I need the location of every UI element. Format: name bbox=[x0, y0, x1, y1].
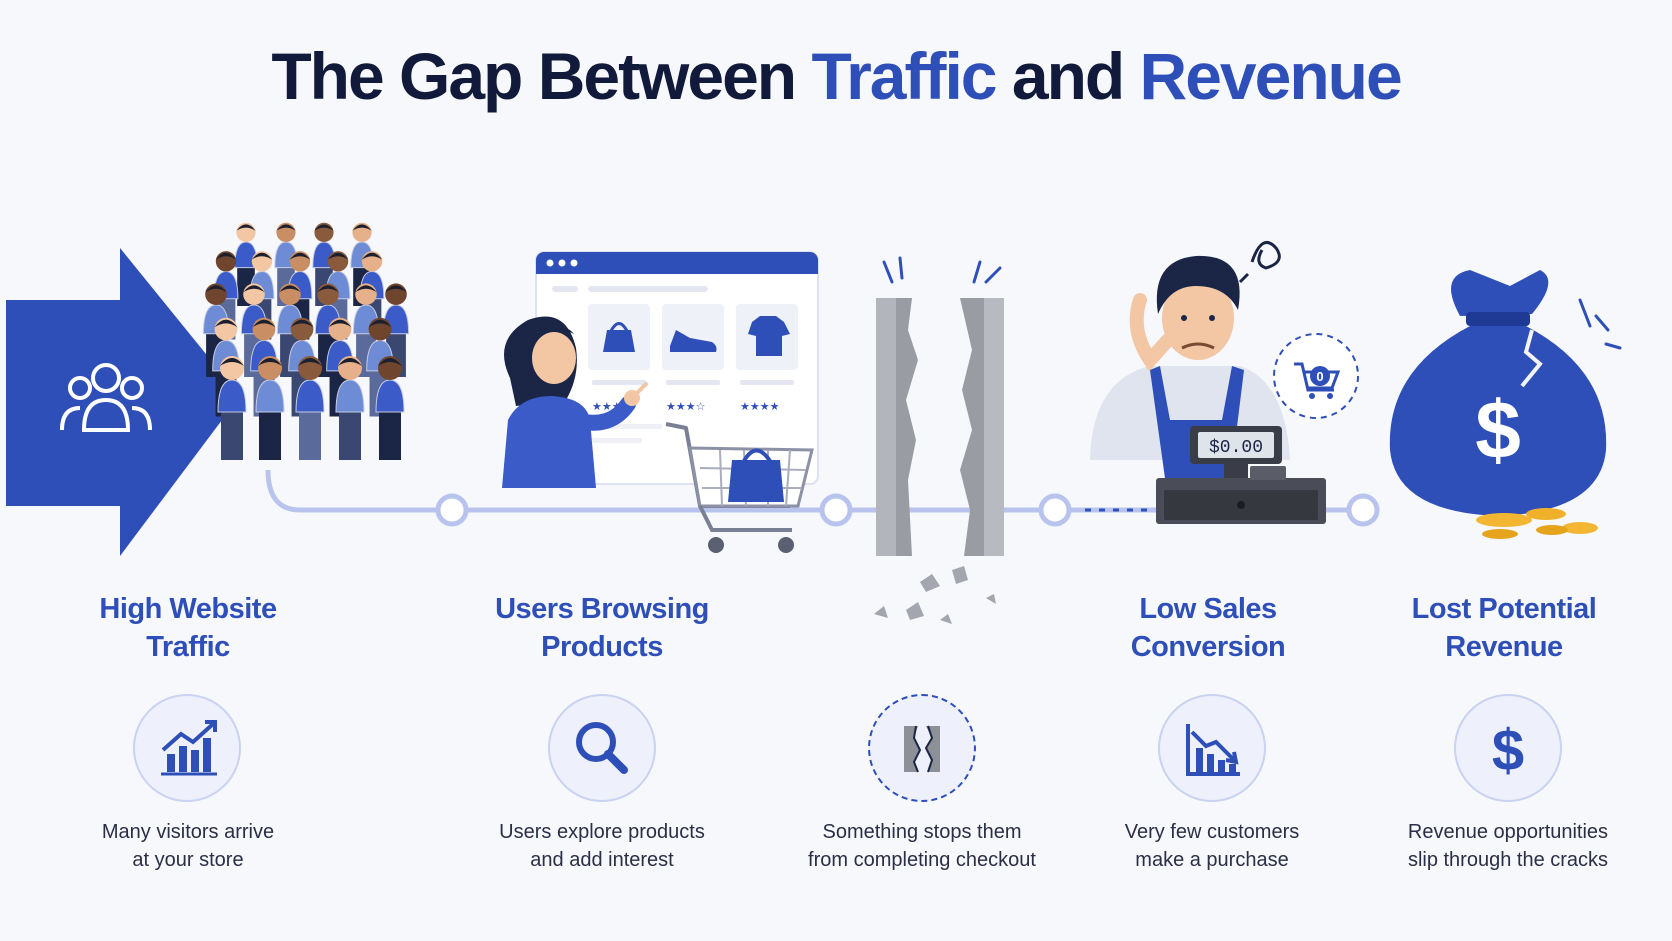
title-part-1: The Gap Between bbox=[271, 39, 812, 113]
svg-text:★★★★: ★★★★ bbox=[740, 401, 780, 413]
cashier-man bbox=[1090, 240, 1290, 500]
magnifier-icon bbox=[548, 694, 656, 802]
crowd-person bbox=[217, 356, 247, 460]
crowd-person bbox=[234, 222, 258, 306]
growth-chart-icon bbox=[133, 694, 241, 802]
cart-count: 0 bbox=[1316, 369, 1323, 384]
timeline-node-2 bbox=[819, 493, 853, 527]
timeline-connector bbox=[265, 469, 1380, 527]
shopper-woman bbox=[502, 316, 648, 488]
register-display: $0.00 bbox=[1209, 438, 1263, 458]
page-title: The Gap Between Traffic and Revenue bbox=[0, 38, 1672, 114]
crowd-illustration bbox=[202, 222, 410, 460]
traffic-arrow-icon bbox=[6, 248, 240, 556]
broken-wall-illustration bbox=[874, 256, 1004, 624]
product-bag bbox=[588, 304, 650, 370]
declining-chart-icon bbox=[1158, 694, 1266, 802]
crowd-icon bbox=[60, 363, 152, 432]
title-part-3: and bbox=[995, 39, 1140, 113]
empty-cart-bubble: 0 bbox=[1273, 333, 1359, 419]
title-highlight-traffic: Traffic bbox=[811, 39, 997, 113]
money-bag-icon: $ bbox=[1389, 270, 1622, 539]
cash-register-icon: $0.00 bbox=[1156, 426, 1326, 524]
title-highlight-revenue: Revenue bbox=[1139, 39, 1403, 113]
svg-text:★★★☆: ★★★☆ bbox=[666, 401, 706, 413]
svg-text:$: $ bbox=[1475, 385, 1521, 476]
crowd-person bbox=[375, 356, 405, 460]
timeline-node-1 bbox=[435, 493, 469, 527]
crowd-person bbox=[295, 356, 325, 460]
shopping-cart-icon bbox=[665, 422, 814, 553]
product-shoe bbox=[662, 304, 724, 370]
crowd-person bbox=[335, 356, 365, 460]
timeline-node-3 bbox=[1038, 493, 1072, 527]
dollar-icon: $ bbox=[1454, 694, 1562, 802]
timeline-node-4 bbox=[1346, 493, 1380, 527]
svg-text:$: $ bbox=[1492, 718, 1524, 783]
broken-wall-icon bbox=[868, 694, 976, 802]
crowd-person bbox=[255, 356, 285, 460]
product-shirt bbox=[736, 304, 798, 370]
